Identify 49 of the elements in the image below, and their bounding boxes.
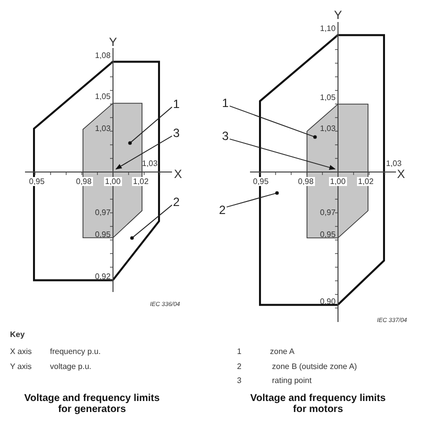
key-description: rating point <box>272 376 312 384</box>
callout-number: 2 <box>237 362 242 370</box>
figure-caption: Voltage and frequency limits for generators <box>23 393 161 415</box>
axis-label: Y <box>334 8 342 22</box>
axis-tick-label: 0,92 <box>95 272 111 280</box>
callout-number: 3 <box>237 376 242 384</box>
leader-line <box>226 191 279 208</box>
axis-tick-label: 0,98 <box>297 176 315 186</box>
callout-number: 1 <box>173 98 180 110</box>
key-description: zone B (outside zone A) <box>272 362 357 370</box>
callout-number: 2 <box>173 196 180 208</box>
axis-tick-label: 1,08 <box>95 50 111 60</box>
key-term: X axis <box>10 346 32 356</box>
axis-tick-label: 0,97 <box>95 208 111 216</box>
axis-tick-label: 1,03 <box>142 158 158 168</box>
axis-tick-label: 1,02 <box>132 176 150 186</box>
axis-tick-label: 1,02 <box>357 176 375 186</box>
axis-tick-label: 1,05 <box>95 92 111 100</box>
axis-tick-label: 0,95 <box>320 230 336 238</box>
axis-tick-label: 0,98 <box>75 176 93 186</box>
axis-label: Y <box>109 36 118 48</box>
axis-label: X <box>397 168 406 180</box>
key-term: Y axis <box>10 362 32 370</box>
callout-number: 1 <box>237 346 242 356</box>
axis-tick-label: 1,03 <box>95 124 111 132</box>
axis-tick-label: 1,03 <box>386 158 402 168</box>
callout-number: 3 <box>222 130 229 142</box>
leader-line <box>229 138 336 170</box>
axis-tick-label: 1,03 <box>320 124 336 132</box>
figure-caption: Voltage and frequency limits for motors <box>249 393 387 415</box>
leader-line <box>115 136 172 170</box>
key-description: frequency p.u. <box>50 346 101 356</box>
axis-tick-label: 0,95 <box>95 230 111 238</box>
axis-tick-label: 0,95 <box>252 176 270 186</box>
axis-tick-label: 1,05 <box>320 92 336 102</box>
key-heading: Key <box>10 330 25 338</box>
leader-line <box>130 204 172 240</box>
callout-number: 1 <box>222 97 229 109</box>
leader-line <box>229 106 317 139</box>
leader-line <box>128 106 172 145</box>
callout-number: 3 <box>173 127 180 139</box>
callout-number: 2 <box>219 204 226 216</box>
key-description: zone A <box>270 346 294 356</box>
key-description: voltage p.u. <box>50 362 92 370</box>
axis-tick-label: 0,95 <box>28 176 46 186</box>
axis-tick-label: 0,97 <box>320 208 336 216</box>
axis-tick-label: 0,90 <box>320 296 336 306</box>
axis-label: X <box>174 168 182 180</box>
axis-tick-label: 1,10 <box>320 24 336 32</box>
